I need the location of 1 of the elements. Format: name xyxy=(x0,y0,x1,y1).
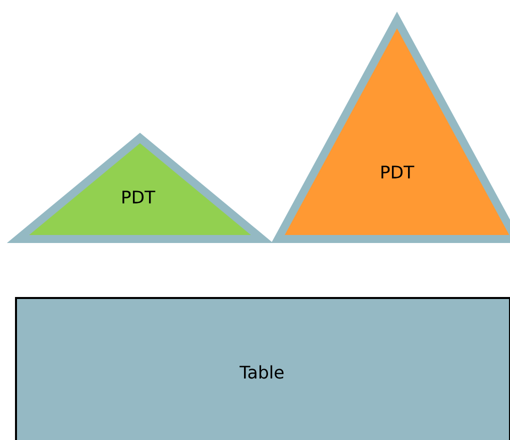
table-box: Table xyxy=(15,297,510,440)
